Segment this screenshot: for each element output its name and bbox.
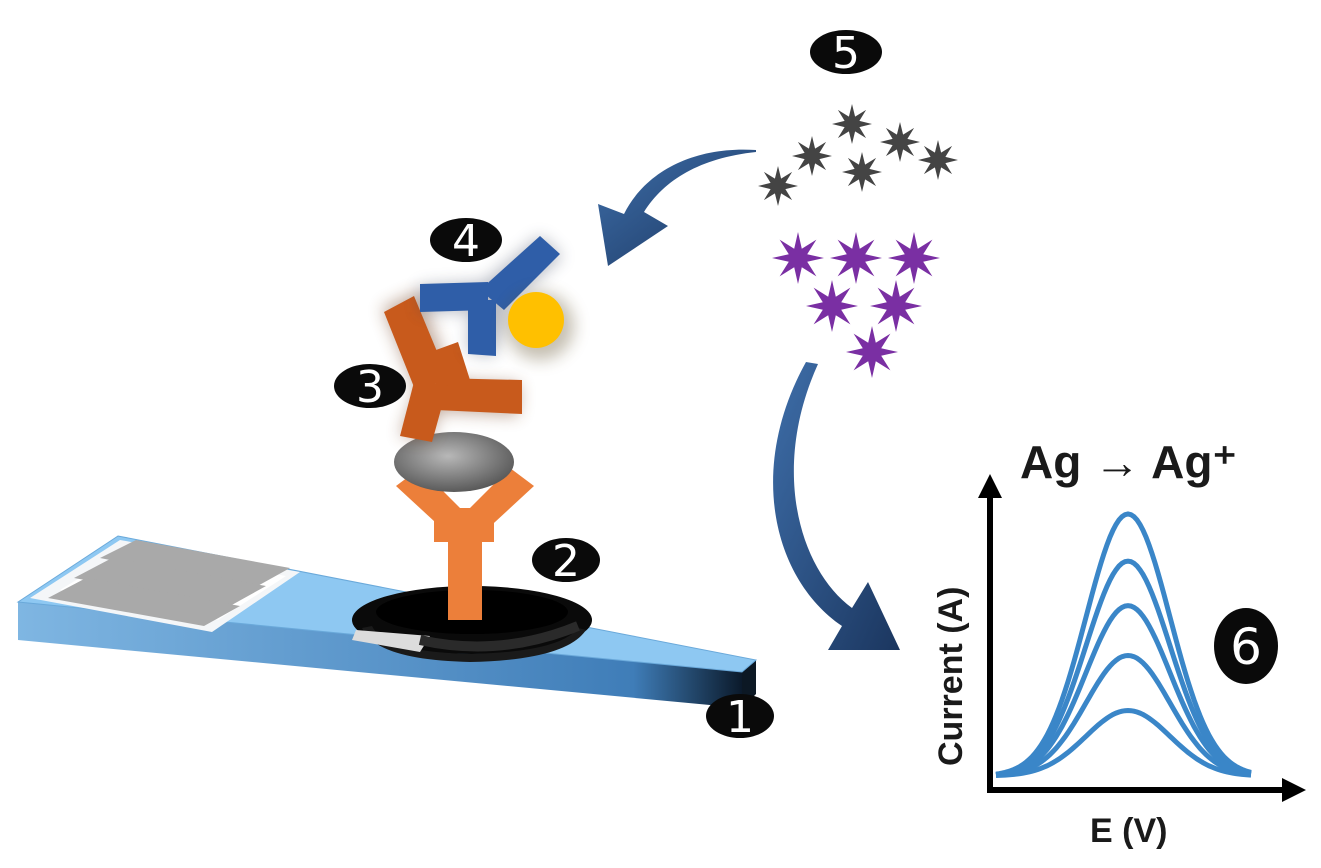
star-icon <box>792 136 832 176</box>
step-number: 3 <box>356 362 384 413</box>
voltammogram-curve <box>995 511 1252 777</box>
star-icon <box>870 280 922 332</box>
reference-electrode <box>352 630 430 652</box>
voltammogram: Ag → Ag⁺ E (V) Current (A) <box>932 436 1306 850</box>
x-axis-label: E (V) <box>1090 812 1167 850</box>
y-axis-label: Current (A) <box>932 587 970 766</box>
electrode-strip <box>16 535 758 708</box>
step-badge-3: 3 <box>334 362 406 413</box>
primary-antibody <box>382 290 522 442</box>
reagent-particles <box>772 232 940 378</box>
star-icon <box>888 232 940 284</box>
secondary-antibody <box>420 236 562 356</box>
step-badge-1: 1 <box>706 692 774 743</box>
step-badge-2: 2 <box>532 536 600 587</box>
step-badge-5: 5 <box>810 28 882 79</box>
curved-arrow-icon <box>773 362 900 650</box>
star-icon <box>806 280 858 332</box>
y-axis-arrowhead <box>978 474 1002 498</box>
star-icon <box>880 122 920 162</box>
voltammogram-curve <box>995 652 1252 778</box>
step-number: 2 <box>552 536 580 587</box>
curved-arrow-icon <box>598 149 756 266</box>
star-icon <box>758 166 798 206</box>
step-number: 6 <box>1230 618 1262 676</box>
voltammogram-curve <box>995 603 1252 778</box>
voltammogram-curve <box>995 707 1252 778</box>
star-icon <box>832 104 872 144</box>
x-axis-arrowhead <box>1282 778 1306 802</box>
step-badge-6: 6 <box>1214 608 1278 684</box>
star-icon <box>772 232 824 284</box>
step-badge-4: 4 <box>430 216 502 267</box>
star-icon <box>846 326 898 378</box>
star-icon <box>830 232 882 284</box>
step-number: 5 <box>832 28 860 79</box>
step-number: 1 <box>726 692 754 743</box>
silver-particles <box>758 104 958 206</box>
antigen-disk <box>394 432 514 492</box>
star-icon <box>918 140 958 180</box>
star-icon <box>842 152 882 192</box>
reaction-label: Ag → Ag⁺ <box>1020 436 1237 488</box>
gold-label-particle <box>506 292 574 360</box>
voltammogram-curves <box>995 511 1252 778</box>
contact-line-2 <box>74 558 266 606</box>
voltammogram-curve <box>995 558 1252 777</box>
contact-line-1 <box>100 540 290 588</box>
step-number: 4 <box>452 216 480 267</box>
contact-line-3 <box>48 578 240 626</box>
